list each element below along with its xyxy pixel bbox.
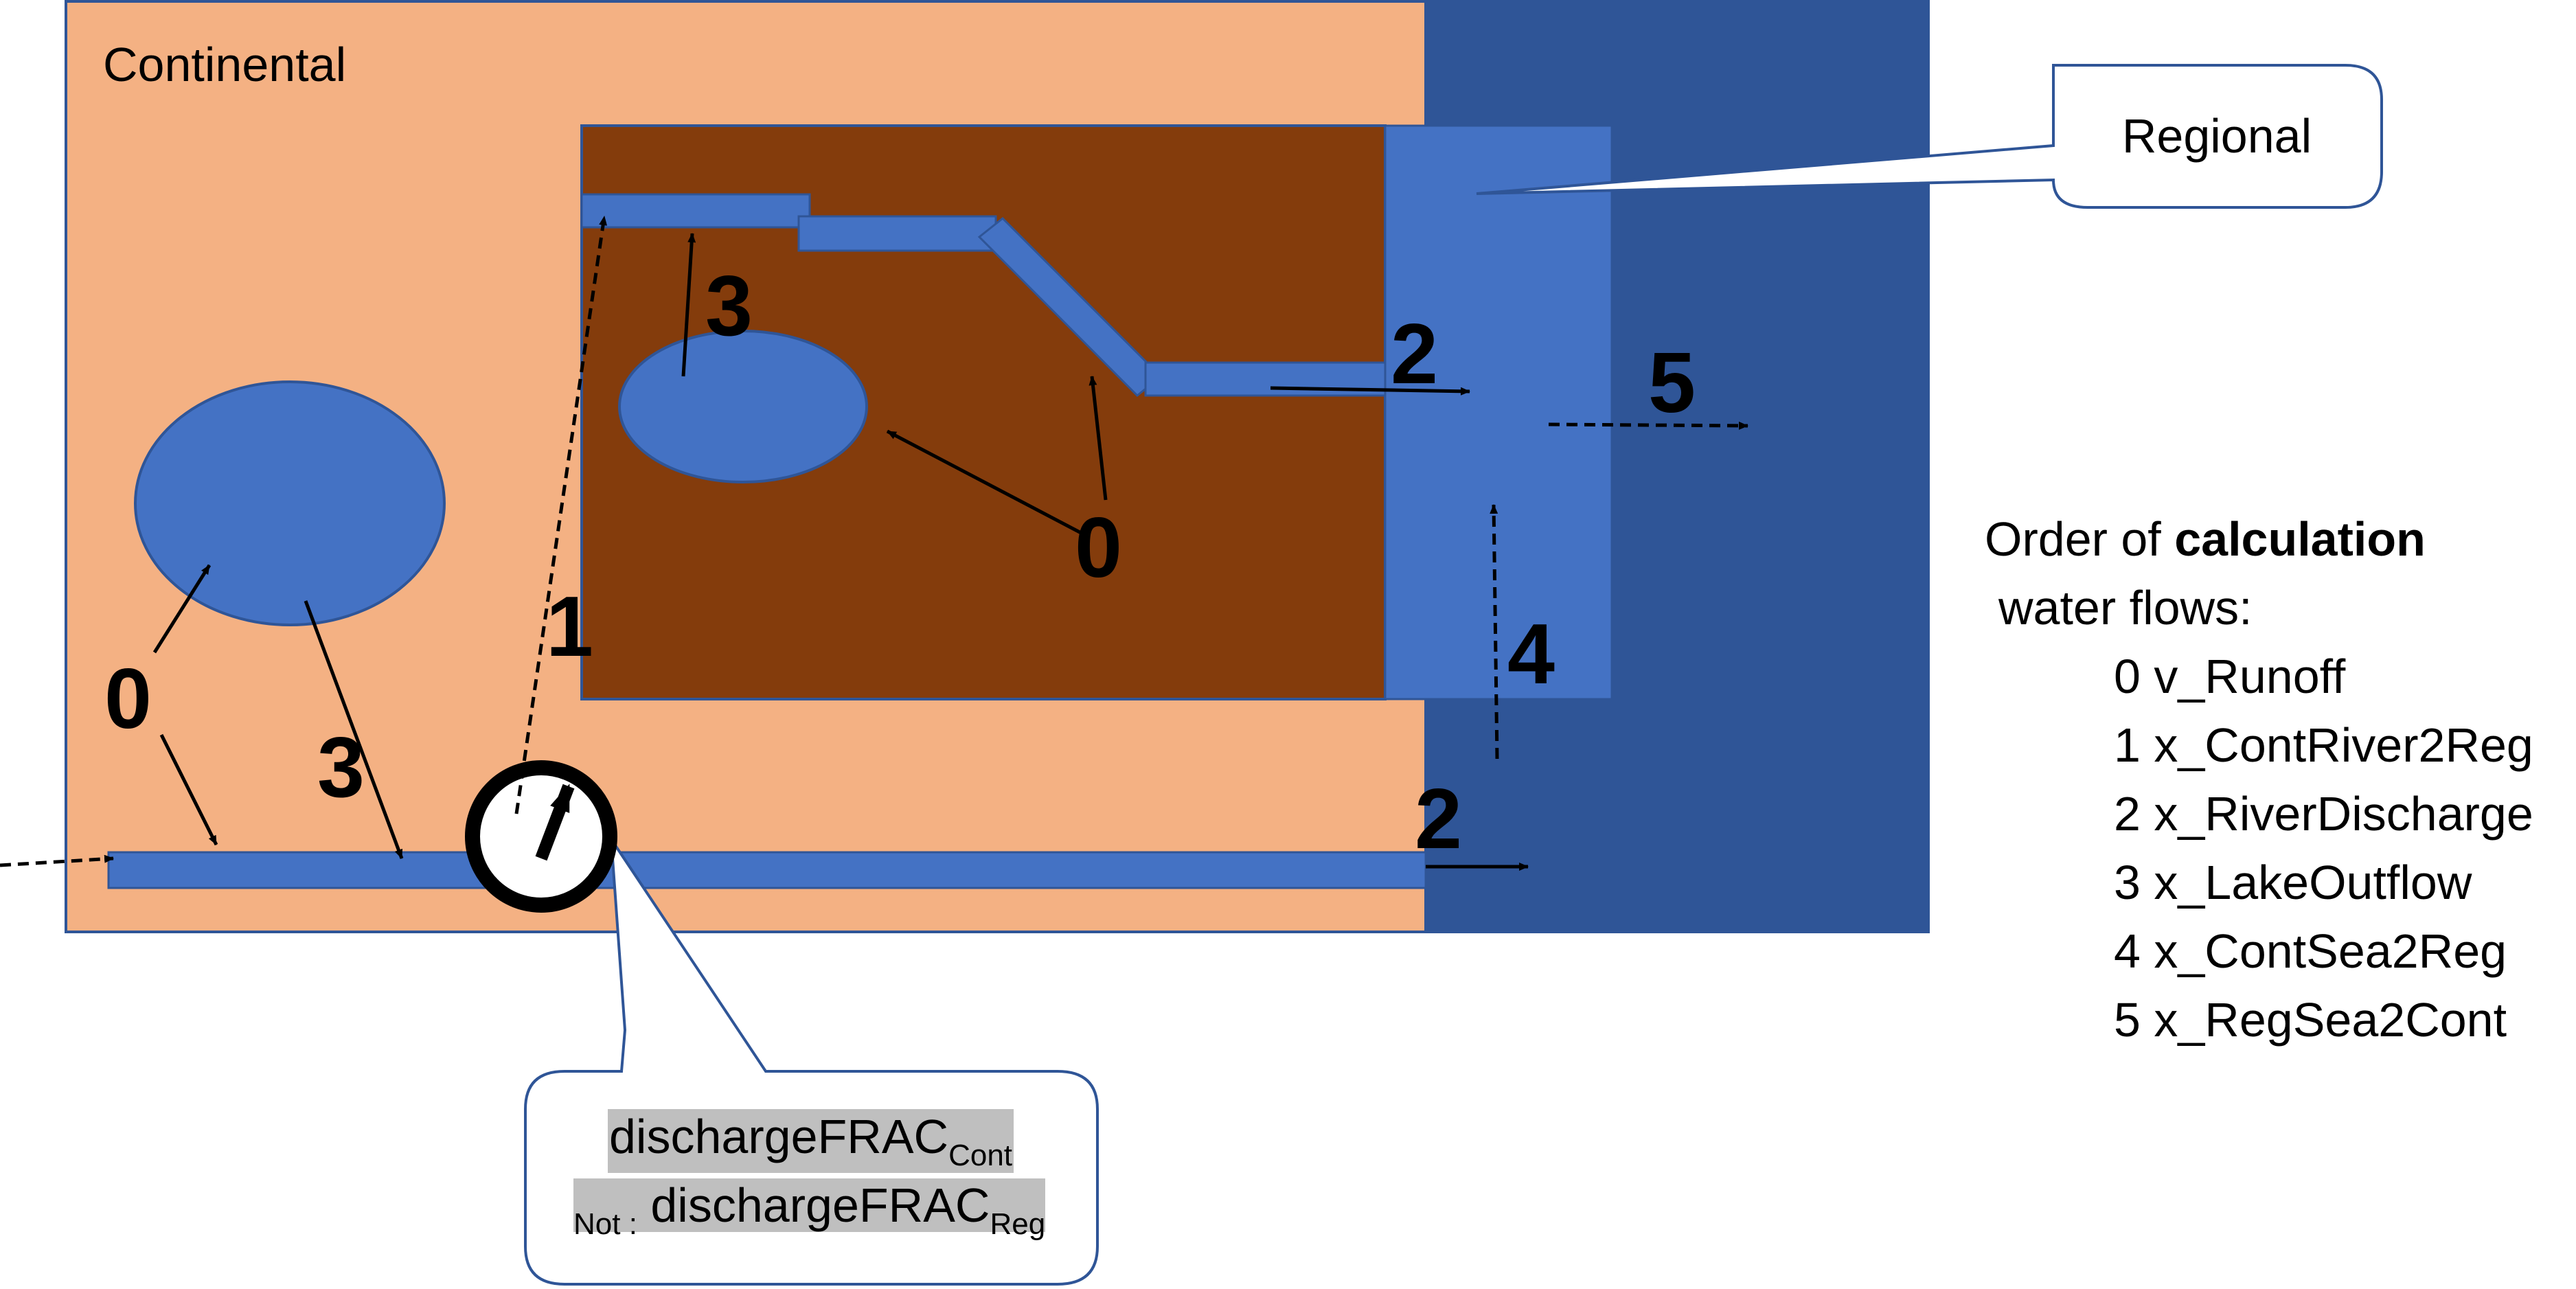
callout-line1-main: dischargeFRAC [609,1110,949,1163]
flow-number-lake-outflow-regional: 3 [705,259,753,354]
arrow-cont-river-to-reg [514,216,608,814]
legend-item: 0 v_Runoff [2114,650,2346,703]
legend-item: 3 x_LakeOutflow [2114,856,2472,909]
regional-callout [1476,64,2383,209]
regional-label: Regional [2122,109,2312,163]
arrow-lake-outflow-regional [681,233,696,377]
callout-line-cont: dischargeFRACCont [608,1109,1014,1173]
legend-title: Order of calculation [1985,505,2533,573]
gauge-needle [535,784,575,861]
continental-river [107,851,1427,889]
solid-arrows [152,233,1529,871]
discharge-callout [524,834,1099,1286]
calculation-order-legend: Order of calculation water flows: 0 v_Ru… [1985,505,2533,1054]
flow-number-lake-outflow-left: 3 [317,720,365,815]
legend-item: 4 x_ContSea2Reg [2114,924,2507,978]
callout-line2-prefix: Not : [573,1207,637,1241]
legend-title-bold: calculation [2174,512,2426,566]
arrow-inflow-left [0,854,114,867]
arrow-reg-sea-to-cont [1548,421,1748,430]
dashed-arrows [0,216,1748,867]
arrow-lake-outflow-left [304,600,404,859]
callout-line1-sub: Cont [948,1139,1013,1172]
legend-item: 5 x_RegSea2Cont [2114,993,2507,1047]
legend-item: 1 x_ContRiver2Reg [2114,718,2533,772]
continental-lake [134,380,446,626]
regional-river-segment-1 [580,193,811,229]
callout-line2-main: dischargeFRAC [650,1178,990,1232]
regional-river-segment-2 [797,215,997,252]
flow-number-discharge-regional: 2 [1391,307,1438,402]
callout-line2-sub: Reg [990,1207,1046,1241]
legend-subtitle: water flows: [1998,581,2253,635]
arrow-cont-sea-to-reg [1490,504,1499,760]
flow-number-runoff-left: 0 [104,652,152,746]
regional-lake [618,330,868,483]
legend-item: 2 x_RiverDischarge [2114,787,2533,841]
flow-number-discharge-continental: 2 [1415,772,1462,867]
callout-line-reg: Not : dischargeFRACReg [573,1178,1046,1242]
flow-number-runoff-regional: 0 [1075,501,1122,595]
legend-list: 0 v_Runoff 1 x_ContRiver2Reg 2 x_RiverDi… [1985,642,2533,1054]
discharge-callout-text: dischargeFRACCont Not : dischargeFRACReg [543,1109,1092,1246]
arrow-runoff-left-lake [152,564,212,654]
flow-number-cont-sea-to-reg: 4 [1507,607,1555,702]
flow-number-cont-river-to-reg: 1 [546,580,593,674]
regional-sea [1384,124,1613,700]
flow-number-reg-sea-to-cont: 5 [1648,336,1696,431]
arrow-discharge-regional [1270,386,1470,396]
continental-label: Continental [103,38,346,91]
arrow-runoff-regional-lake [886,429,1085,536]
discharge-gauge [465,760,617,913]
arrow-runoff-left-river [159,733,218,846]
legend-title-prefix: Order of [1985,512,2175,566]
arrow-runoff-regional-river [1088,376,1108,501]
